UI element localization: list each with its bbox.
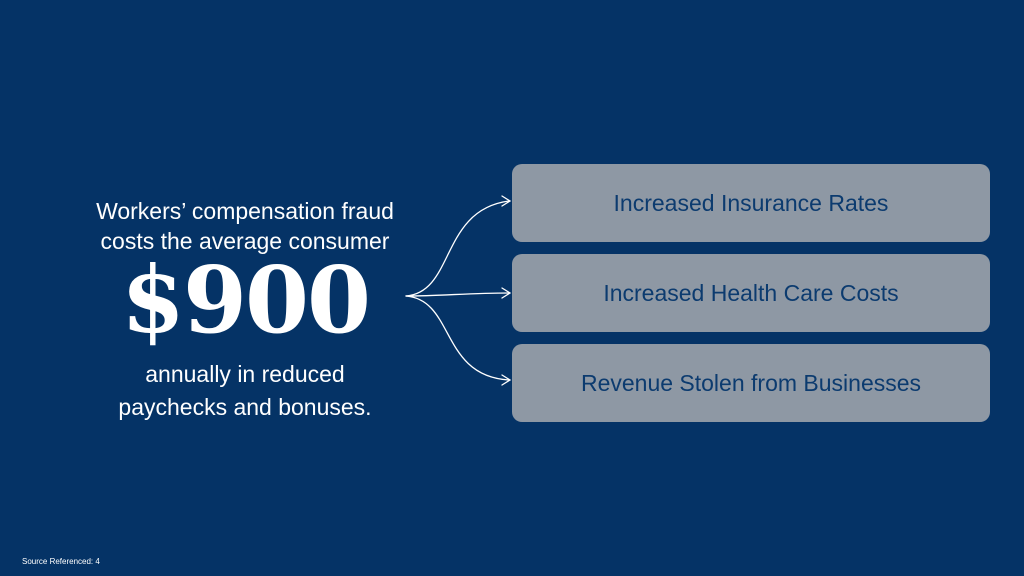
impact-label: Increased Health Care Costs <box>603 279 899 306</box>
headline: Workers’ compensation fraud costs the av… <box>40 196 450 256</box>
headline-line-2: costs the average consumer <box>100 228 390 254</box>
impact-box-insurance-rates: Increased Insurance Rates <box>512 164 990 242</box>
source-note: Source Referenced: 4 <box>22 557 100 566</box>
branch-line-middle <box>405 292 510 297</box>
subline-line-2: paychecks and bonuses. <box>118 394 372 420</box>
amount-figure: $900 <box>120 246 371 354</box>
impact-label: Increased Insurance Rates <box>613 189 889 216</box>
arrowhead-bottom <box>501 374 512 386</box>
subline: annually in reduced paychecks and bonuse… <box>40 358 450 424</box>
headline-line-1: Workers’ compensation fraud <box>96 198 394 224</box>
impact-box-revenue-stolen: Revenue Stolen from Businesses <box>512 344 990 422</box>
arrowhead-middle <box>501 287 512 299</box>
impact-box-health-care-costs: Increased Health Care Costs <box>512 254 990 332</box>
subline-line-1: annually in reduced <box>145 361 345 387</box>
arrowhead-top <box>501 195 512 207</box>
impact-label: Revenue Stolen from Businesses <box>580 369 922 396</box>
branch-line-bottom <box>405 295 510 381</box>
branch-line-top <box>405 200 510 297</box>
